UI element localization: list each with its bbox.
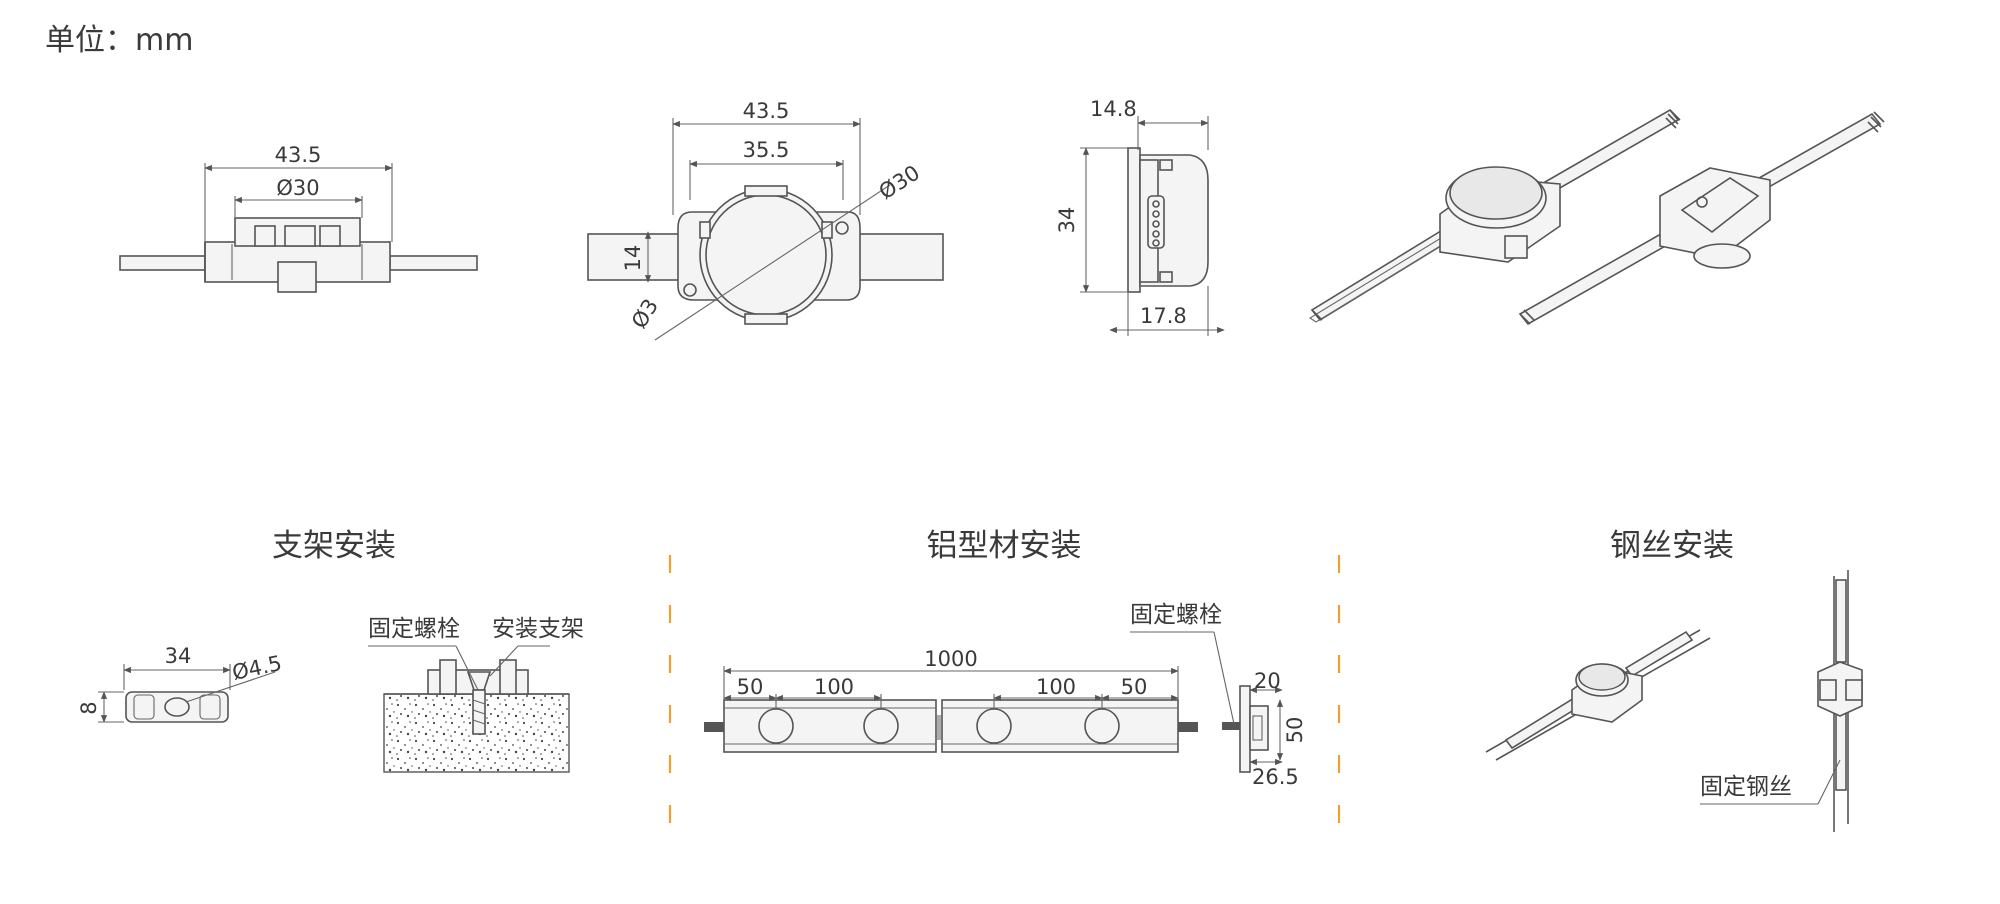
dim-aluminum-side-20: 20 [1254, 669, 1281, 693]
wire-drawing: 固定钢丝 [1485, 570, 1863, 832]
dim-front-inner: 35.5 [743, 138, 790, 162]
dim-aluminum-length: 1000 [924, 647, 977, 671]
dim-aluminum-side-265: 26.5 [1252, 765, 1299, 789]
bracket-drawing: 34 8 Ø4.5 固定螺栓 安装支架 [77, 616, 584, 773]
dim-front-diameter: Ø30 [875, 161, 924, 205]
dim-side-width: 43.5 [275, 143, 322, 167]
callout-aluminum-bolt: 固定螺栓 [1130, 602, 1222, 628]
dim-aluminum-50-right: 50 [1121, 675, 1148, 699]
profile-view: 14.8 34 17.8 [1055, 97, 1225, 336]
dim-aluminum-side-50: 50 [1283, 717, 1307, 744]
dim-aluminum-50-left: 50 [737, 675, 764, 699]
dim-front-width: 43.5 [743, 99, 790, 123]
side-view: 43.5 Ø30 [119, 143, 478, 293]
dim-front-hole: Ø3 [627, 295, 663, 333]
section-title-aluminum: 铝型材安装 [927, 528, 1082, 564]
isometric-view [1308, 108, 1885, 326]
dim-bracket-hole: Ø4.5 [230, 651, 284, 685]
callout-wire: 固定钢丝 [1700, 774, 1792, 800]
dim-profile-top: 14.8 [1090, 97, 1137, 121]
dim-bracket-width: 34 [165, 644, 192, 668]
dim-front-height: 14 [621, 245, 645, 272]
dim-profile-height: 34 [1055, 207, 1079, 234]
aluminum-drawing: 1000 50 100 100 50 固定螺栓 20 50 26.5 [704, 602, 1307, 789]
section-title-bracket: 支架安装 [272, 528, 396, 564]
dim-profile-bottom: 17.8 [1140, 304, 1187, 328]
section-title-wire: 钢丝安装 [1610, 528, 1734, 564]
dim-bracket-height: 8 [77, 701, 101, 714]
dim-side-diameter: Ø30 [276, 176, 319, 200]
dim-aluminum-100-right: 100 [1036, 675, 1076, 699]
callout-bracket-bolt: 固定螺栓 [368, 616, 460, 642]
unit-label: 单位：mm [45, 23, 193, 58]
dim-aluminum-100-left: 100 [814, 675, 854, 699]
callout-bracket-mount: 安装支架 [492, 616, 584, 642]
front-view: 43.5 35.5 14 Ø30 Ø3 [587, 99, 944, 341]
